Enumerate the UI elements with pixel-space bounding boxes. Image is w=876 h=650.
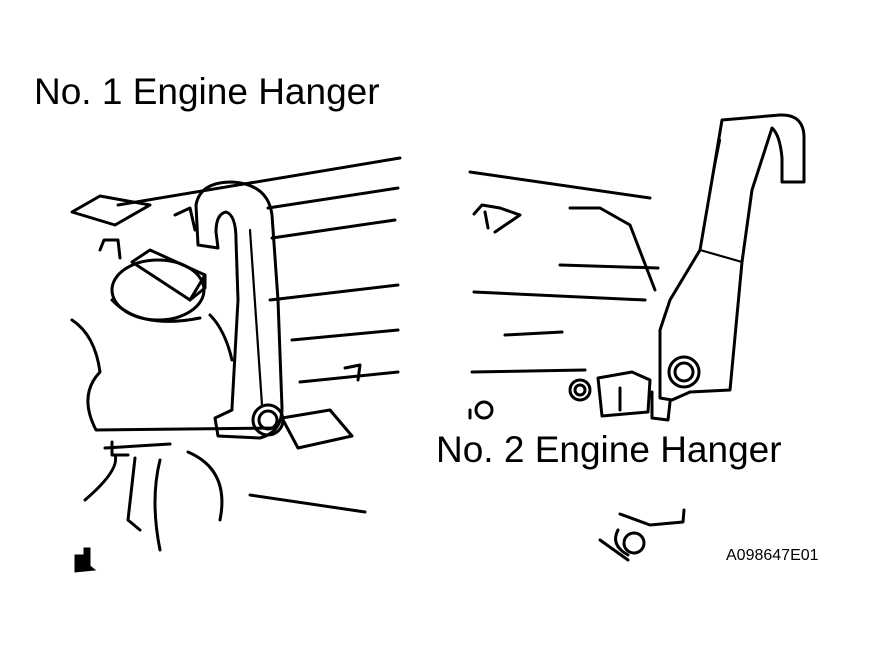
hanger-2-label: No. 2 Engine Hanger [436, 429, 782, 470]
figure-code: A098647E01 [726, 547, 819, 564]
engine-hanger-2 [650, 113, 806, 422]
engine-block-right [468, 170, 686, 562]
hanger-1-label: No. 1 Engine Hanger [34, 71, 380, 112]
torque-symbol-icon [74, 547, 97, 573]
engine-hanger-1 [194, 180, 285, 440]
engine-block-left [70, 156, 402, 552]
